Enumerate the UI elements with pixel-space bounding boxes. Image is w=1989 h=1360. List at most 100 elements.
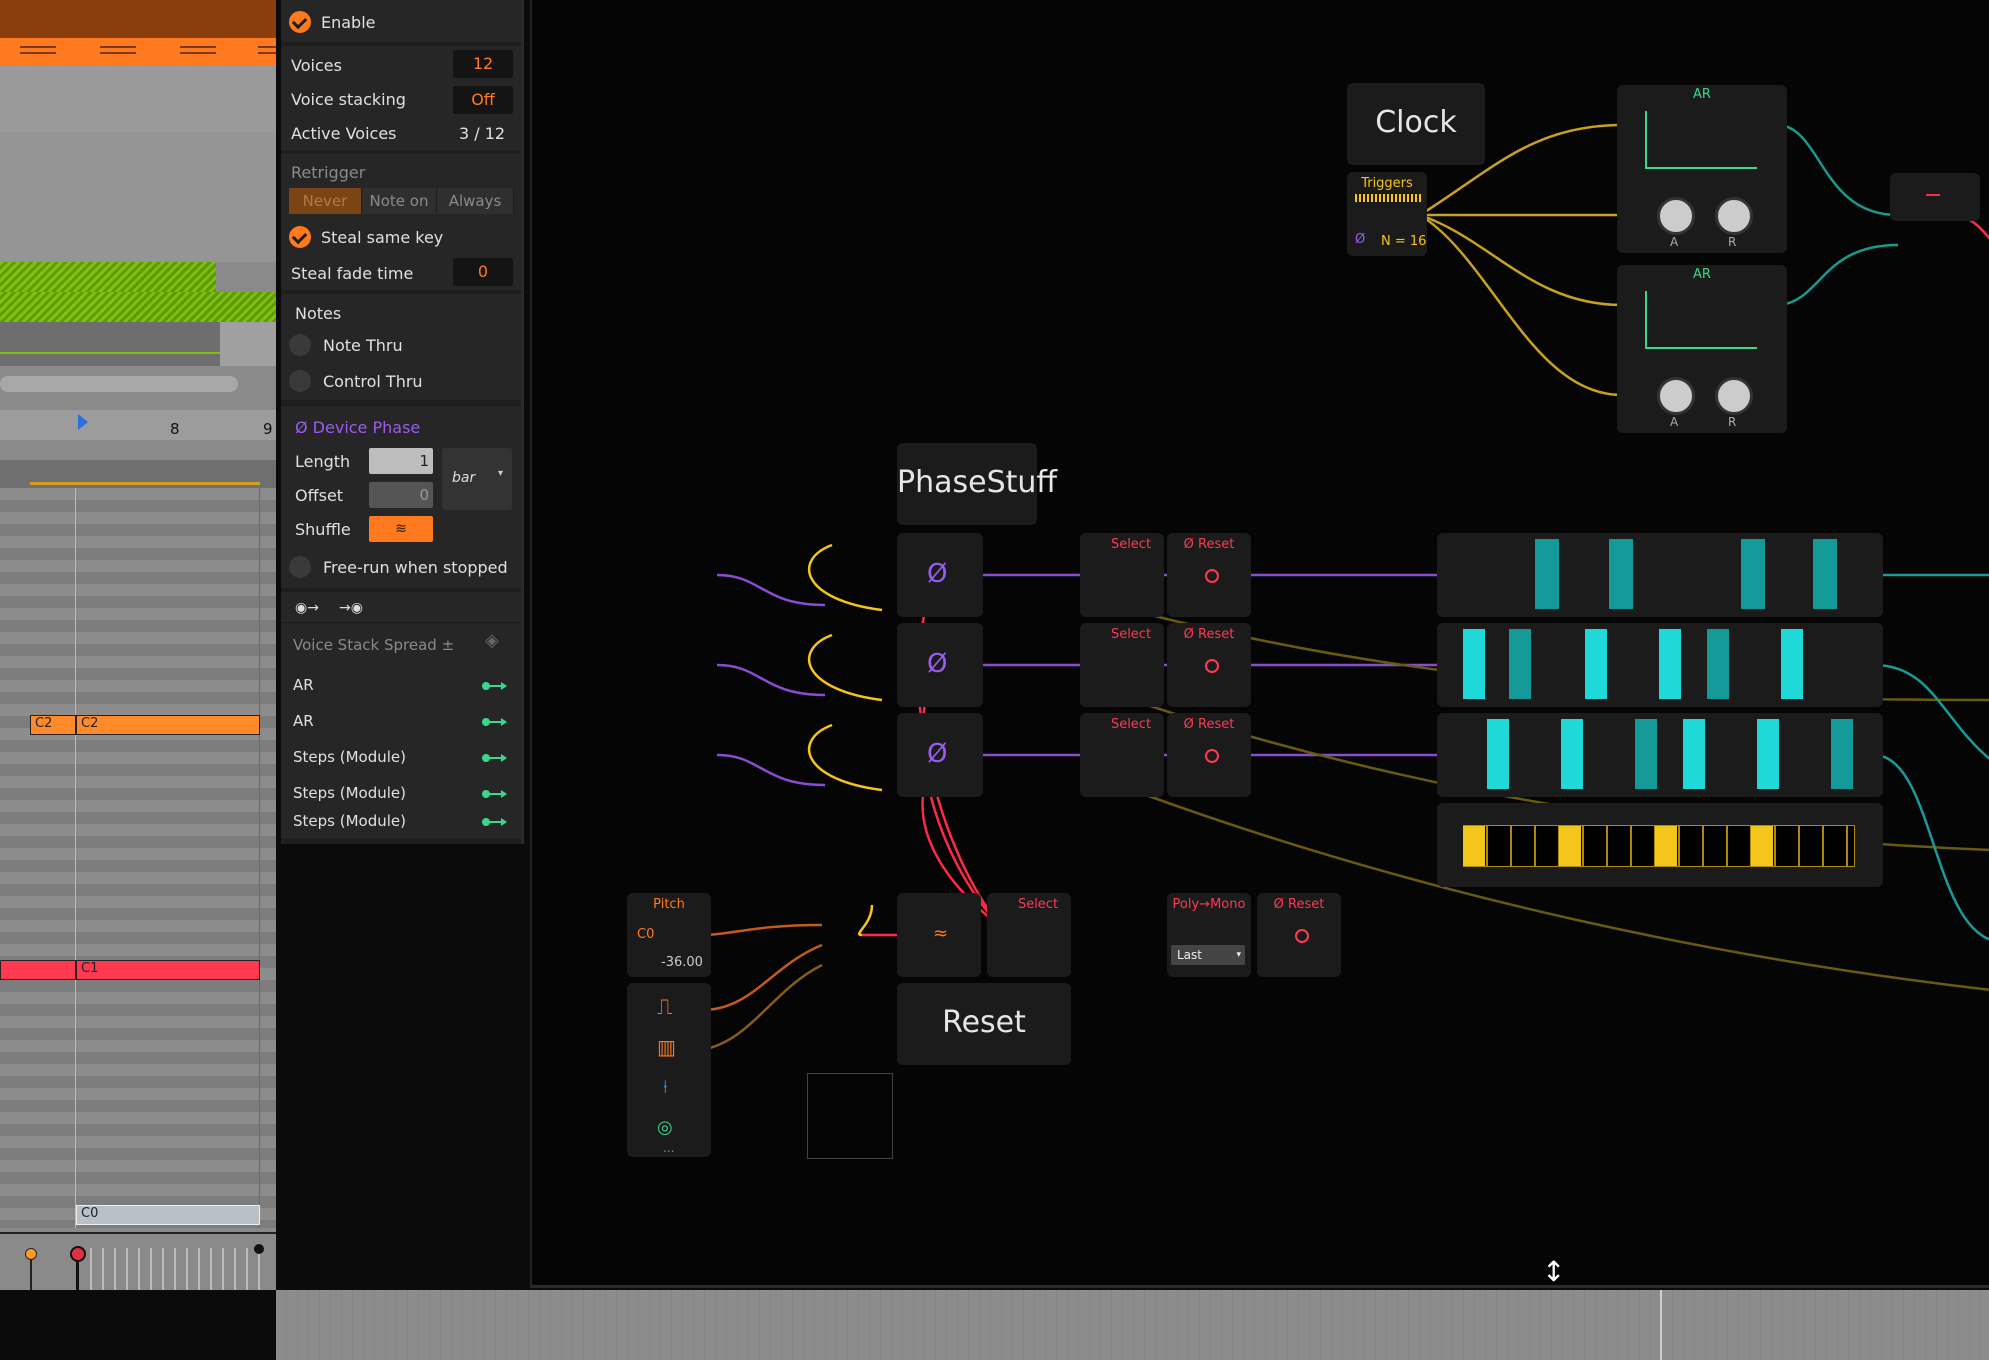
grid-canvas[interactable]: Clock Triggers N = 16 Ø AR A R AR A R Ph… xyxy=(530,0,1989,1288)
note-grid[interactable] xyxy=(0,488,276,1228)
note-c1-a[interactable] xyxy=(0,960,76,980)
length-unit-dropdown[interactable]: bar ▾ xyxy=(442,448,512,510)
layers-icon[interactable]: ◈ xyxy=(485,630,499,651)
steal-same-key-label: Steal same key xyxy=(321,228,444,247)
bottom-timeline[interactable] xyxy=(276,1290,1989,1360)
select-module-2[interactable]: Select xyxy=(1080,623,1164,707)
modulator-label: AR xyxy=(293,676,314,694)
reset-title-block[interactable]: Reset xyxy=(897,983,1071,1065)
phase-reset-module-1[interactable]: Ø Reset xyxy=(1167,533,1251,617)
select-label: Select xyxy=(1110,627,1152,642)
poly-mono-label: Poly→Mono xyxy=(1172,897,1246,912)
length-input[interactable]: 1 xyxy=(369,448,433,474)
ar-module-1[interactable]: AR A R xyxy=(1617,85,1787,253)
modulator-item-ar-2[interactable]: AR xyxy=(281,706,521,738)
retrigger-never[interactable]: Never xyxy=(289,188,362,214)
steps-module-2[interactable] xyxy=(1437,623,1883,707)
phase-module-3[interactable]: Ø xyxy=(897,713,983,797)
attack-knob[interactable] xyxy=(1657,377,1695,415)
chevron-down-icon: ▾ xyxy=(1236,950,1241,960)
steal-fade-time-value[interactable]: 0 xyxy=(453,258,513,286)
modulation-arrow-icon[interactable] xyxy=(481,681,507,691)
note-input-module[interactable]: ⎍ ▥ ⍿ ◎ ... xyxy=(627,983,711,1157)
modulator-item-steps-1[interactable]: Steps (Module) xyxy=(281,742,521,774)
triggers-module[interactable]: Triggers N = 16 Ø xyxy=(1347,172,1427,256)
release-knob[interactable] xyxy=(1715,197,1753,235)
retrigger-always[interactable]: Always xyxy=(437,188,514,214)
enable-checkbox[interactable] xyxy=(289,11,311,33)
clip-orange-header[interactable] xyxy=(0,0,276,38)
length-unit-value: bar xyxy=(452,470,476,486)
active-voices-value: 3 / 12 xyxy=(459,124,506,143)
voice-stacking-value[interactable]: Off xyxy=(453,86,513,114)
note-c2-a[interactable]: C2 xyxy=(30,715,76,735)
timeline-ruler[interactable]: 8 9 xyxy=(0,410,276,440)
shuffle-toggle[interactable]: ≋ xyxy=(369,516,433,542)
gate-steps-module[interactable] xyxy=(1437,803,1883,887)
horizontal-scrollbar[interactable] xyxy=(0,376,238,392)
release-knob[interactable] xyxy=(1715,377,1753,415)
modulator-item-steps-3[interactable]: Steps (Module) xyxy=(281,806,521,838)
reset-icon xyxy=(1205,749,1219,763)
reset-icon xyxy=(1205,659,1219,673)
note-c1-b[interactable]: C1 xyxy=(76,960,260,980)
modulation-arrow-icon[interactable] xyxy=(481,817,507,827)
cable-ar2-out[interactable] xyxy=(1779,243,1899,307)
quantize-module[interactable]: ≈ xyxy=(897,893,981,977)
loop-bar[interactable] xyxy=(0,460,276,488)
select-label: Select xyxy=(1110,537,1152,552)
phasestuff-title-block[interactable]: PhaseStuff xyxy=(897,443,1057,525)
note-c2-b[interactable]: C2 xyxy=(76,715,260,735)
subtract-module[interactable] xyxy=(1890,173,1980,221)
clip-automation[interactable] xyxy=(0,322,220,366)
offset-input[interactable]: 0 xyxy=(369,482,433,508)
retrigger-note-on[interactable]: Note on xyxy=(362,188,437,214)
modulation-arrow-icon[interactable] xyxy=(481,753,507,763)
voice-inspector: Enable Voices 12 Voice stacking Off Acti… xyxy=(281,0,524,844)
note-label: C2 xyxy=(35,716,53,731)
select-module-3[interactable]: Select xyxy=(1080,713,1164,797)
select-module-1[interactable]: Select xyxy=(1080,533,1164,617)
playhead-marker-icon[interactable] xyxy=(78,414,88,430)
empty-module-slot[interactable] xyxy=(807,1073,893,1159)
clock-title-block[interactable]: Clock xyxy=(1347,83,1485,165)
modulator-item-steps-2[interactable]: Steps (Module) xyxy=(281,778,521,810)
pitch-label: Pitch xyxy=(653,897,685,912)
cable-trigger-ar2[interactable] xyxy=(1419,213,1623,307)
phase-module-1[interactable]: Ø xyxy=(897,533,983,617)
ar-module-2[interactable]: AR A R xyxy=(1617,265,1787,433)
cable-trigger-ar2-b[interactable] xyxy=(1419,213,1623,397)
attack-knob[interactable] xyxy=(1657,197,1695,235)
modulator-route-out-icon[interactable]: →◉ xyxy=(339,600,363,616)
control-thru-toggle[interactable] xyxy=(289,370,311,392)
pitch-reset-module[interactable]: Ø Reset xyxy=(1257,893,1341,977)
phase-reset-module-3[interactable]: Ø Reset xyxy=(1167,713,1251,797)
modulation-arrow-icon[interactable] xyxy=(481,717,507,727)
velocity-lane[interactable] xyxy=(0,1232,276,1290)
cable-ar1-out[interactable] xyxy=(1779,123,1899,217)
voices-value[interactable]: 12 xyxy=(453,50,513,78)
phase-reset-module-2[interactable]: Ø Reset xyxy=(1167,623,1251,707)
ruler-label-9: 9 xyxy=(263,420,273,438)
phase-module-2[interactable]: Ø xyxy=(897,623,983,707)
pitch-select-module[interactable]: Select xyxy=(987,893,1071,977)
steps-module-3[interactable] xyxy=(1437,713,1883,797)
poly-mono-module[interactable]: Poly→Mono Last▾ xyxy=(1167,893,1251,977)
modulator-item-ar-1[interactable]: AR xyxy=(281,670,521,702)
clip-green-b[interactable] xyxy=(0,292,276,322)
modulation-arrow-icon[interactable] xyxy=(481,789,507,799)
free-run-toggle[interactable] xyxy=(289,556,311,578)
clip-green-a[interactable] xyxy=(0,262,216,292)
pitch-module[interactable]: Pitch C0 -36.00 xyxy=(627,893,711,977)
modulator-route-in-icon[interactable]: ◉→ xyxy=(295,600,319,616)
clip-orange-body[interactable] xyxy=(0,38,276,66)
device-phase-label: Ø Device Phase xyxy=(295,418,421,437)
steal-same-key-checkbox[interactable] xyxy=(289,226,311,248)
cable-trigger-ar1[interactable] xyxy=(1419,123,1623,217)
arranger-roll[interactable]: 8 9 C2 C2 C1 C0 xyxy=(0,0,276,1290)
note-thru-toggle[interactable] xyxy=(289,334,311,356)
note-c0[interactable]: C0 xyxy=(76,1205,260,1225)
release-label: R xyxy=(1728,415,1737,429)
steps-module-1[interactable] xyxy=(1437,533,1883,617)
poly-mono-mode-dropdown[interactable]: Last▾ xyxy=(1171,945,1245,965)
